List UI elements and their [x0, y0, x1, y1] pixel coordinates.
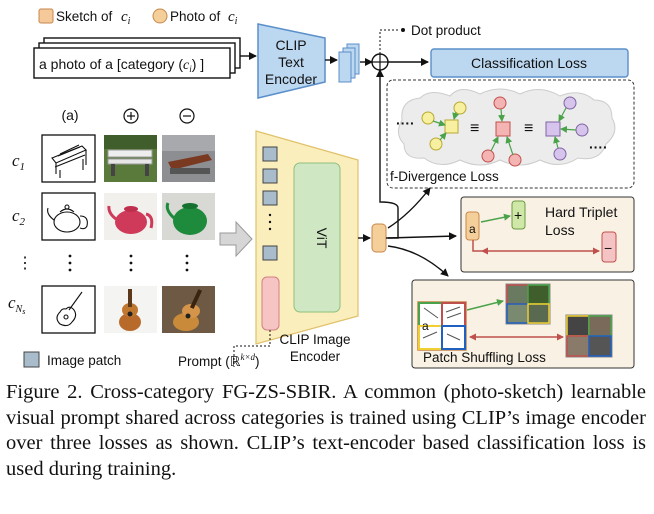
shuffled-positive: [505, 283, 551, 325]
row-label-c2: c2: [12, 206, 26, 228]
photo-teapot-negative: [162, 193, 215, 240]
image-grid: (a) c1 c2 ⋮ cNs: [8, 107, 215, 334]
image-patches: [262, 146, 278, 261]
hard-triplet-loss-panel: a + − Hard Triplet Loss: [460, 196, 635, 273]
dot-product-label: Dot product: [411, 23, 481, 38]
fdiv-loss-label: f-Divergence Loss: [390, 169, 499, 184]
row-label-dots: ⋮: [17, 255, 33, 272]
text-encoder-label-1: CLIP: [275, 37, 306, 53]
vit-label: ViT: [314, 228, 330, 249]
text-encoder-label-2: Text: [278, 54, 304, 70]
hard-triplet-label-1: Hard Triplet: [545, 204, 617, 220]
text-prompt-stack: a photo of a [category (ci) ]: [33, 37, 241, 79]
image-patch-legend-swatch: [23, 351, 40, 368]
sketch-legend-label: Sketch of: [56, 9, 113, 24]
fdiv-dots-right: ····: [589, 139, 608, 155]
photo-legend-label: Photo of: [170, 9, 221, 24]
sketch-guitar: [41, 285, 96, 334]
photo-guitar-positive: [104, 286, 157, 333]
col-header-anchor: (a): [61, 107, 78, 123]
col-header-negative: [179, 108, 195, 124]
photo-teapot-positive: [104, 193, 157, 240]
patch-shuffling-loss-panel: a Patch Shuffling Loss: [411, 279, 635, 369]
sketch-bench: [41, 134, 96, 183]
shuffled-negative: [565, 314, 613, 358]
photo-legend-swatch: [152, 8, 168, 24]
f-divergence-loss-panel: ···· ···· ≡ ≡ f-Divergence Loss: [386, 79, 635, 189]
patch-shuffling-label: Patch Shuffling Loss: [423, 350, 546, 365]
patch-anchor-label: a: [422, 319, 429, 333]
equiv-symbol-1: ≡: [470, 120, 479, 137]
sketch-legend-swatch: [38, 8, 54, 24]
triplet-anchor-label: a: [469, 222, 476, 236]
shuffled-anchor: a: [417, 301, 467, 351]
text-feature-stack: [338, 43, 360, 83]
photo-legend-ci: ci: [228, 9, 238, 27]
sketch-legend-ci: ci: [121, 9, 131, 27]
vit-block: [293, 162, 341, 313]
input-arrow: [219, 220, 253, 258]
photo-bench-negative: [162, 135, 215, 182]
grid-ellipsis: [68, 254, 189, 272]
fdiv-dots-left: ····: [396, 115, 415, 131]
dot-product-node: [371, 53, 389, 71]
classification-loss-box: Classification Loss: [430, 48, 629, 78]
equiv-symbol-2: ≡: [524, 120, 533, 137]
image-patch-legend-label: Image patch: [47, 353, 121, 368]
clip-text-encoder: CLIP Text Encoder: [257, 23, 326, 99]
photo-bench-positive: [104, 135, 157, 182]
col-header-positive: [123, 108, 139, 124]
image-encoder-label-1: CLIP Image: [279, 332, 350, 347]
triplet-negative-label: −: [604, 240, 612, 256]
hard-triplet-label-2: Loss: [545, 222, 575, 238]
clip-image-encoder: ViT CLIP Image Encoder: [255, 130, 359, 364]
photo-guitar-negative: [162, 286, 215, 333]
image-encoder-label-2: Encoder: [290, 349, 341, 364]
triplet-positive-label: +: [514, 207, 522, 223]
visual-prompt-token: [261, 276, 280, 331]
text-prompt: a photo of a [category (ci) ]: [39, 56, 204, 74]
prompt-label: Prompt (ℝk×d): [178, 352, 260, 369]
diagram: Sketch of ci Photo of ci a photo of a [c…: [8, 8, 635, 369]
figure-caption: Figure 2. Cross-category FG-ZS-SBIR. A c…: [6, 381, 646, 480]
text-encoder-label-3: Encoder: [265, 71, 317, 87]
classification-loss-label: Classification Loss: [471, 55, 587, 71]
row-label-cNs: cNs: [8, 293, 25, 316]
legend: Sketch of ci Photo of ci: [38, 8, 238, 27]
image-feature: [371, 223, 387, 253]
row-label-c1: c1: [12, 151, 25, 173]
